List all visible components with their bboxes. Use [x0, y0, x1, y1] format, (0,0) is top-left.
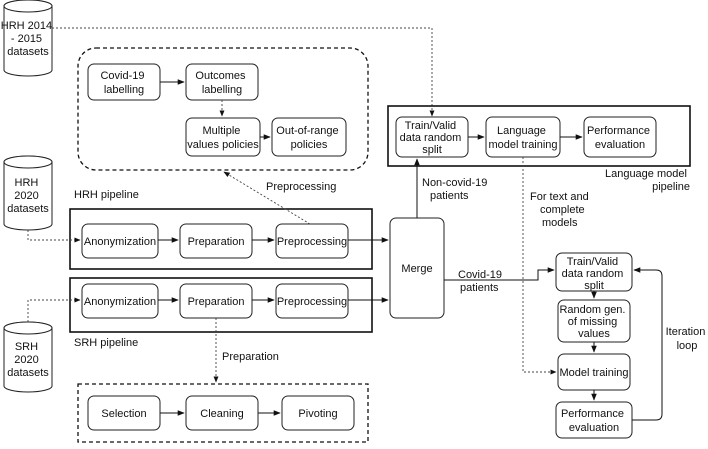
multiple-values-policies-node: Multiple values policies — [185, 117, 261, 157]
iteration-loop-label: Iteration loop — [666, 326, 708, 352]
edge-iteration-loop — [632, 267, 663, 421]
hrh-pipeline-frame — [69, 208, 373, 270]
srh-2020-line3: datasets — [7, 367, 49, 379]
lm-split-node: Train/Valid data random split — [395, 116, 469, 158]
hrh-2014-2015-datasets-cylinder: HRH 2014 - 2015 datasets — [1, 0, 55, 77]
hrh-2020-line1: HRH — [15, 177, 39, 189]
pivoting-node: Pivoting — [281, 395, 355, 431]
for-text-label: For text and complete models — [530, 191, 592, 229]
svg-text:HRH 2020 datasets: HRH 2020 datasets — [7, 177, 49, 215]
srh-anonymization-node: Anonymization — [81, 283, 159, 319]
svg-text:Train/Valid data random: Train/Valid data random split — [562, 256, 627, 292]
svg-text:Merge: Merge — [401, 263, 432, 275]
svg-text:Outcomes labelling: Outcomes labelling — [195, 70, 248, 96]
svg-text:Preparation: Preparation — [188, 296, 245, 308]
covid-label: Covid-19 patients — [458, 269, 505, 294]
hrh-2020-datasets-cylinder: HRH 2020 datasets — [3, 155, 53, 231]
svg-text:Language model training: Language model training — [488, 125, 557, 151]
svg-text:Random gen. of missing: Random gen. of missing values — [559, 304, 628, 340]
hrh-2020-line3: datasets — [7, 203, 49, 215]
srh-2020-line1: SRH — [15, 341, 38, 353]
right-evaluation-node: Performance evaluation — [555, 401, 633, 439]
outcomes-labelling-node: Outcomes labelling — [185, 63, 259, 101]
model-training-node: Model training — [557, 353, 631, 391]
svg-text:Preparation: Preparation — [188, 236, 245, 248]
hrh-2020-line2: 2020 — [14, 190, 38, 202]
language-model-pipeline-frame — [387, 105, 691, 167]
preprocessing-arrow-label: Preprocessing — [266, 181, 336, 193]
svg-text:SRH 2020 datasets: SRH 2020 datasets — [7, 341, 49, 379]
svg-text:HRH 2014 - 2015 da: HRH 2014 - 2015 datasets — [1, 20, 55, 58]
svg-text:Out-of-range policies: Out-of-range policies — [276, 125, 341, 151]
out-of-range-policies-node: Out-of-range policies — [271, 117, 347, 157]
hrh-2014-line3: datasets — [7, 46, 49, 58]
svg-text:Preprocessing: Preprocessing — [277, 236, 347, 248]
edge-lm-training-to-model-training — [522, 157, 557, 375]
svg-text:Pivoting: Pivoting — [298, 408, 337, 420]
random-gen-missing-node: Random gen. of missing values — [557, 299, 631, 343]
svg-text:Performance evaluation: Performance evaluation — [561, 408, 627, 434]
merge-node: Merge — [389, 217, 445, 319]
svg-text:Cleaning: Cleaning — [200, 408, 243, 420]
hrh-2014-line2: - 2015 — [11, 33, 42, 45]
srh-preprocessing-node: Preprocessing — [275, 283, 349, 319]
srh-pipeline-title: SRH pipeline — [74, 337, 138, 349]
srh-preparation-node: Preparation — [179, 283, 253, 319]
edge-preprocessing-to-group — [223, 171, 311, 225]
selection-node: Selection — [87, 395, 161, 431]
edge-hrh2020-to-anon — [27, 230, 81, 243]
hrh-preprocessing-node: Preprocessing — [275, 223, 349, 259]
hrh-anonymization-node: Anonymization — [81, 223, 159, 259]
non-covid-label: Non-covid-19 patients — [422, 177, 490, 202]
cleaning-node: Cleaning — [185, 395, 259, 431]
svg-text:Anonymization: Anonymization — [84, 296, 156, 308]
svg-text:Preprocessing: Preprocessing — [277, 296, 347, 308]
lm-training-node: Language model training — [485, 116, 561, 158]
srh-2020-datasets-cylinder: SRH 2020 datasets — [3, 321, 53, 393]
svg-text:Performance evaluation: Performance evaluation — [587, 125, 653, 151]
edge-hrh2014-to-split — [52, 27, 435, 117]
preparation-arrow-label: Preparation — [222, 351, 279, 363]
svg-text:Train/Valid data random: Train/Valid data random split — [400, 120, 465, 156]
hrh-pipeline-title: HRH pipeline — [74, 189, 139, 201]
svg-text:Selection: Selection — [101, 408, 146, 420]
preparation-group-frame — [77, 383, 369, 443]
covid-labelling-node: Covid-19 labelling — [87, 63, 161, 101]
hrh-2014-line1: HRH 2014 — [1, 20, 52, 32]
hrh-preparation-node: Preparation — [179, 223, 253, 259]
srh-2020-line2: 2020 — [14, 354, 38, 366]
right-split-node: Train/Valid data random split — [555, 252, 633, 292]
language-model-pipeline-title: Language model pipeline — [605, 168, 690, 193]
svg-text:Covid-19 labelling: Covid-19 labelling — [100, 70, 147, 96]
edge-merge-to-right-split — [444, 267, 555, 281]
svg-text:Anonymization: Anonymization — [84, 236, 156, 248]
preprocessing-group-frame — [77, 47, 369, 171]
svg-text:Multiple values policies: Multiple values policies — [187, 125, 259, 151]
srh-pipeline-frame — [69, 277, 373, 333]
edge-srh2020-to-anon — [27, 297, 81, 322]
svg-text:Model training: Model training — [559, 367, 628, 379]
lm-evaluation-node: Performance evaluation — [583, 116, 657, 158]
